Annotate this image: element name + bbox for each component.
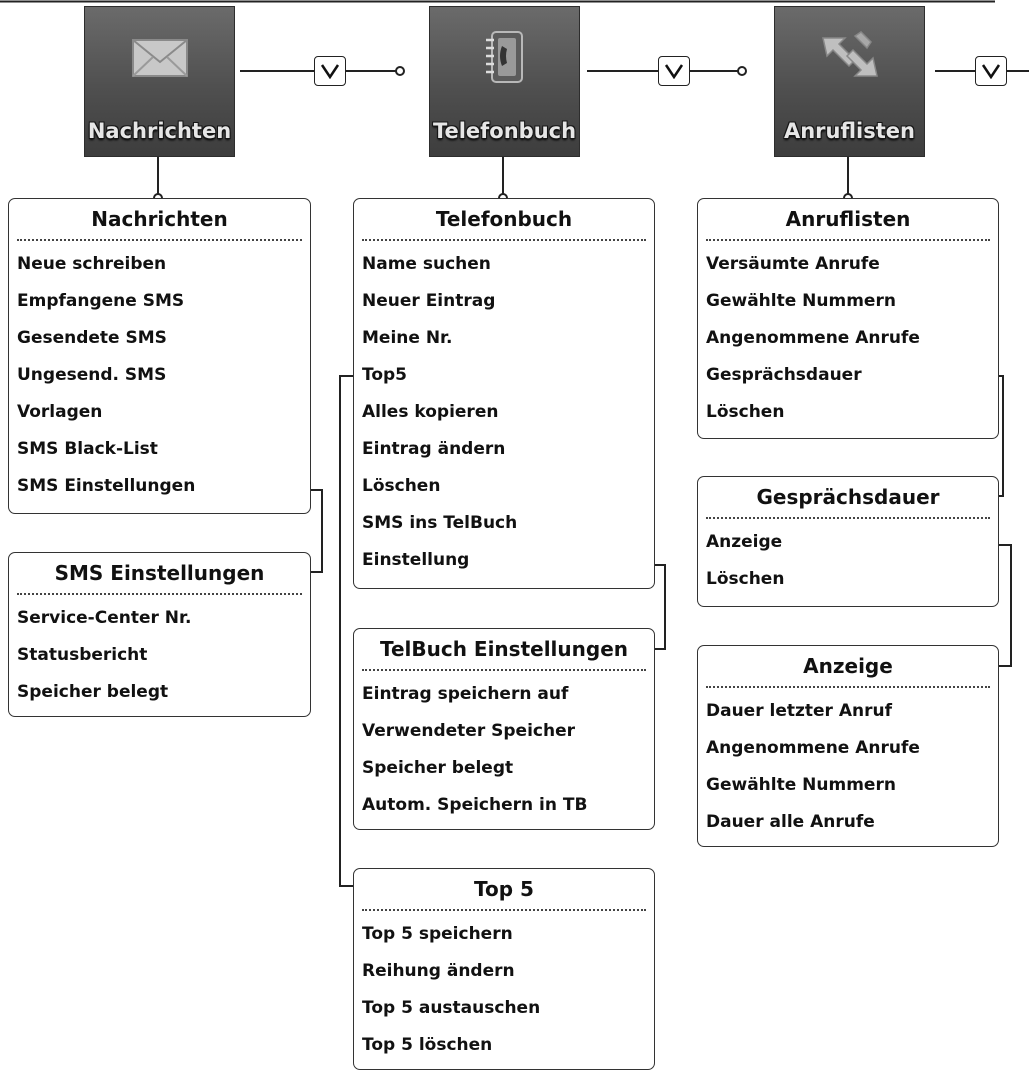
menu-item[interactable]: Name suchen (362, 254, 491, 274)
tile-label: Anruflisten (783, 119, 915, 143)
menu-item[interactable]: Löschen (362, 476, 441, 496)
telbuch-einstellungen-submenu: TelBuch Einstellungen Eintrag speichern … (353, 628, 655, 830)
menu-item[interactable]: Gesprächsdauer (706, 365, 862, 385)
tile-label: Nachrichten (87, 119, 232, 143)
menu-item[interactable]: SMS ins TelBuch (362, 513, 518, 533)
menu-item[interactable]: Angenommene Anrufe (706, 328, 920, 348)
menu-item[interactable]: Empfangene SMS (17, 291, 185, 311)
menu-item[interactable]: Gewählte Nummern (706, 775, 896, 795)
menu-item[interactable]: Top 5 löschen (362, 1035, 493, 1055)
gespraechsdauer-submenu: Gesprächsdauer Anzeige Löschen (697, 476, 999, 607)
envelope-icon (132, 39, 188, 77)
menu-item[interactable]: Reihung ändern (362, 961, 515, 981)
menu-item[interactable]: Eintrag ändern (362, 439, 506, 459)
nachrichten-menu-tile[interactable]: Nachrichten (84, 6, 235, 157)
menu-item[interactable]: Verwendeter Speicher (362, 721, 575, 741)
submenu-title: Gesprächsdauer (706, 477, 990, 519)
submenu-title: Anruflisten (706, 199, 990, 241)
menu-item[interactable]: Versäumte Anrufe (706, 254, 880, 274)
sms-einstellungen-submenu: SMS Einstellungen Service-Center Nr. Sta… (8, 552, 311, 717)
menu-item[interactable]: Speicher belegt (17, 682, 169, 702)
submenu-title: Anzeige (706, 646, 990, 688)
submenu-title: SMS Einstellungen (17, 553, 302, 595)
menu-item[interactable]: Vorlagen (17, 402, 103, 422)
menu-item[interactable]: Statusbericht (17, 645, 148, 665)
menu-item[interactable]: Ungesend. SMS (17, 365, 167, 385)
telefonbuch-menu-tile[interactable]: Telefonbuch (429, 6, 580, 157)
menu-item[interactable]: Service-Center Nr. (17, 608, 192, 628)
menu-item[interactable]: Löschen (706, 569, 785, 589)
next-menu-button[interactable] (314, 56, 346, 86)
menu-item[interactable]: Meine Nr. (362, 328, 453, 348)
chevron-down-icon (664, 64, 684, 79)
next-menu-button[interactable] (975, 56, 1007, 86)
submenu-title: Nachrichten (17, 199, 302, 241)
menu-item[interactable]: Gewählte Nummern (706, 291, 896, 311)
menu-item[interactable]: Neuer Eintrag (362, 291, 496, 311)
menu-item[interactable]: Einstellung (362, 550, 470, 570)
tile-label: Telefonbuch (432, 119, 577, 143)
anruflisten-submenu: Anruflisten Versäumte Anrufe Gewählte Nu… (697, 198, 999, 439)
menu-item[interactable]: Autom. Speichern in TB (362, 795, 588, 815)
menu-item[interactable]: SMS Black-List (17, 439, 158, 459)
submenu-title: TelBuch Einstellungen (362, 629, 646, 671)
menu-item[interactable]: Top 5 speichern (362, 924, 513, 944)
top5-submenu: Top 5 Top 5 speichern Reihung ändern Top… (353, 868, 655, 1070)
call-arrows-icon (822, 31, 878, 77)
menu-item[interactable]: Neue schreiben (17, 254, 167, 274)
menu-item[interactable]: Alles kopieren (362, 402, 499, 422)
telefonbuch-submenu: Telefonbuch Name suchen Neuer Eintrag Me… (353, 198, 655, 589)
menu-item[interactable]: Anzeige (706, 532, 783, 552)
menu-item[interactable]: Löschen (706, 402, 785, 422)
nachrichten-submenu: Nachrichten Neue schreiben Empfangene SM… (8, 198, 311, 514)
chevron-down-icon (981, 64, 1001, 79)
menu-item[interactable]: Dauer alle Anrufe (706, 812, 875, 832)
chevron-down-icon (320, 64, 340, 79)
menu-item[interactable]: Speicher belegt (362, 758, 514, 778)
menu-item[interactable]: Eintrag speichern auf (362, 684, 569, 704)
menu-item[interactable]: Angenommene Anrufe (706, 738, 920, 758)
menu-item[interactable]: Dauer letzter Anruf (706, 701, 892, 721)
anruflisten-menu-tile[interactable]: Anruflisten (774, 6, 925, 157)
menu-item[interactable]: Top5 (362, 365, 408, 385)
menu-item[interactable]: Gesendete SMS (17, 328, 167, 348)
phonebook-icon (486, 31, 523, 83)
anzeige-submenu: Anzeige Dauer letzter Anruf Angenommene … (697, 645, 999, 847)
menu-item[interactable]: SMS Einstellungen (17, 476, 196, 496)
next-menu-button[interactable] (658, 56, 690, 86)
menu-item[interactable]: Top 5 austauschen (362, 998, 541, 1018)
submenu-title: Top 5 (362, 869, 646, 911)
submenu-title: Telefonbuch (362, 199, 646, 241)
